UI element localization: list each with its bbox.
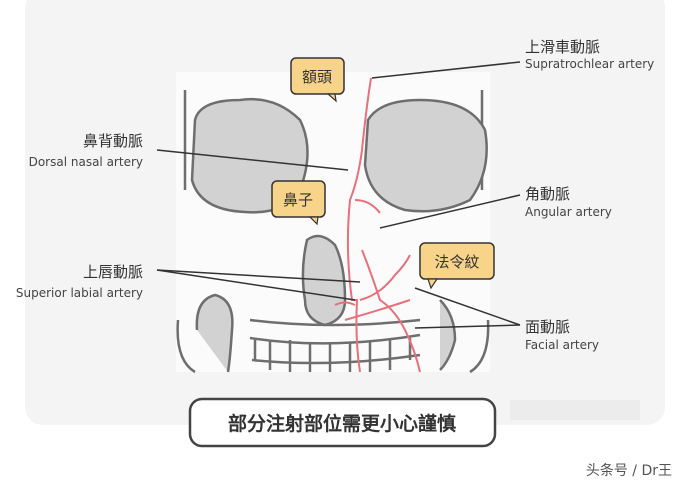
tag-nasolabial: 法令紋 [419, 242, 495, 290]
superior-labial-zh: 上唇動脈 [83, 263, 143, 281]
svg-text:法令紋: 法令紋 [434, 253, 479, 271]
supratrochlear-en: Supratrochlear artery [525, 57, 654, 71]
svg-text:鼻子: 鼻子 [283, 191, 313, 209]
skull [176, 72, 490, 374]
tag-nose: 鼻子 [271, 180, 326, 226]
angular-en: Angular artery [525, 205, 612, 219]
caption-box: 部分注射部位需更小心謹慎 [188, 397, 497, 448]
superior-labial-en: Superior labial artery [16, 286, 143, 300]
blur-patch [510, 400, 640, 420]
watermark: 头条号 / Dr王 [586, 462, 672, 479]
supratrochlear-zh: 上滑車動脈 [525, 38, 600, 56]
svg-text:額頭: 額頭 [302, 68, 332, 86]
leader-lines [156, 61, 521, 329]
svg-text:部分注射部位需更小心謹慎: 部分注射部位需更小心謹慎 [228, 412, 456, 435]
facial-zh: 面動脈 [525, 318, 570, 336]
dorsal-nasal-zh: 鼻背動脈 [83, 132, 143, 150]
angular-zh: 角動脈 [525, 185, 570, 203]
dorsal-nasal-en: Dorsal nasal artery [29, 155, 143, 169]
facial-en: Facial artery [525, 338, 599, 352]
tag-forehead: 額頭 [290, 57, 345, 103]
artery-lines [334, 77, 421, 373]
